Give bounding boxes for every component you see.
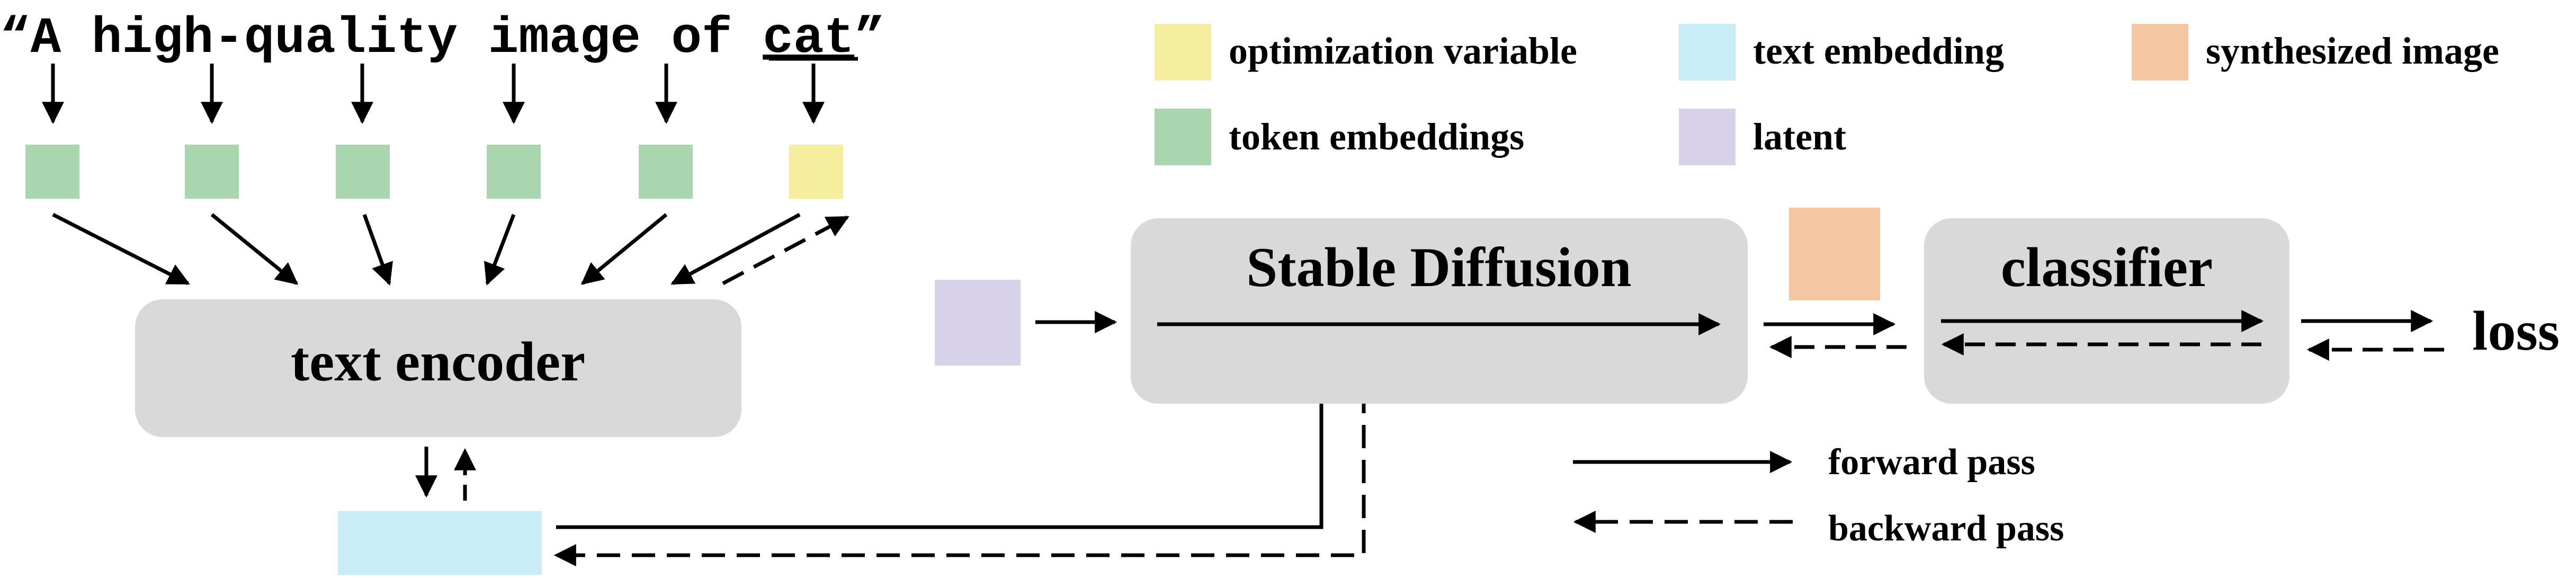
diffusion-to-embedding-backward-arrow xyxy=(553,348,1708,566)
token-to-encoder-arrows xyxy=(52,212,801,286)
legend-swatch-text-embedding xyxy=(1679,24,1736,81)
classifier-label: classifier xyxy=(2001,236,2213,298)
text-encoder-block xyxy=(135,299,741,437)
prompt-open-quote: “ xyxy=(0,10,31,67)
word-to-token-arrows xyxy=(42,64,825,125)
legend-label-latent: latent xyxy=(1753,115,1846,158)
token-arrow-5 xyxy=(580,213,668,285)
legend-label-synthesized-image: synthesized image xyxy=(2206,30,2499,72)
legend-swatch-synthesized-image xyxy=(2132,24,2188,81)
legend-label-token-embeddings: token embeddings xyxy=(1229,115,1524,158)
token-embedding-5 xyxy=(639,145,693,199)
token-embedding-1 xyxy=(25,145,79,199)
token-embedding-3 xyxy=(336,145,390,199)
token-arrow-2 xyxy=(210,213,299,285)
legend-forward-label: forward pass xyxy=(1828,442,2035,483)
latent xyxy=(935,280,1021,366)
stable-diffusion-block xyxy=(1131,218,1748,404)
backward-arrow-to-optimization-variable xyxy=(722,215,849,286)
token-arrow-6 xyxy=(670,212,801,286)
token-embedding-2 xyxy=(185,145,239,199)
token-embedding-4 xyxy=(487,145,541,199)
text-encoder-label: text encoder xyxy=(291,331,585,393)
synthesized-image xyxy=(1789,208,1880,300)
legend-swatch-optimization-variable xyxy=(1155,24,1211,81)
prompt-close-quote: ” xyxy=(854,10,885,67)
text-embedding xyxy=(338,511,542,575)
legend-label-optimization-variable: optimization variable xyxy=(1229,30,1577,72)
color-legend: optimization variable text embedding syn… xyxy=(1155,24,2499,165)
token-arrow-1 xyxy=(52,212,190,286)
legend-backward-label: backward pass xyxy=(1828,508,2064,549)
embedding-to-diffusion-forward-arrow xyxy=(556,352,1332,529)
legend-swatch-token-embeddings xyxy=(1155,109,1211,165)
loss-label: loss xyxy=(2472,300,2560,362)
legend-swatch-latent xyxy=(1679,109,1736,165)
optimization-variable-token xyxy=(789,145,843,199)
token-arrow-3 xyxy=(362,214,393,286)
pass-legend: forward pass backward pass xyxy=(1573,442,2064,549)
prompt-text: “A high-quality image of cat” xyxy=(0,10,885,67)
legend-label-text-embedding: text embedding xyxy=(1753,30,2004,72)
classifier-block xyxy=(1924,218,2289,404)
prompt-body: A high-quality image of xyxy=(31,10,763,67)
token-arrow-4 xyxy=(484,214,516,286)
stable-diffusion-label: Stable Diffusion xyxy=(1246,236,1631,298)
